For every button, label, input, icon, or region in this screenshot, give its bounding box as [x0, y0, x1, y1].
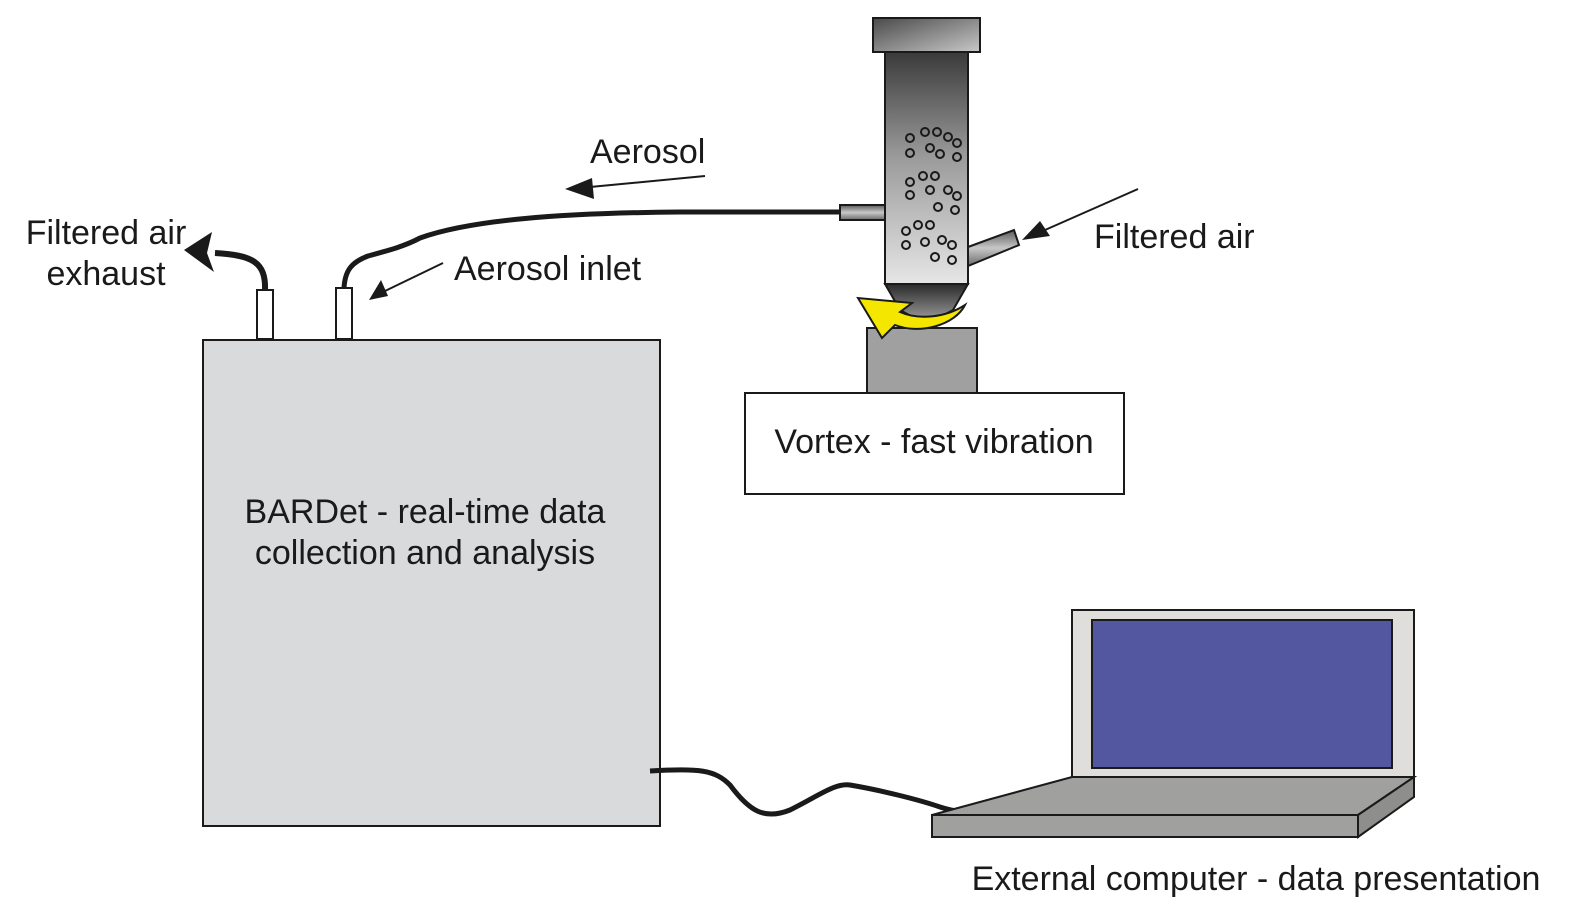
exhaust-port [184, 232, 274, 340]
bardet-label-line1: BARDet - real-time data [245, 493, 606, 531]
filtered-air-pointer-arrow [1022, 188, 1139, 240]
external-computer-label: External computer - data presentation [972, 860, 1541, 898]
vortex-body [744, 392, 1125, 495]
laptop-screen [1091, 619, 1393, 769]
aerosol-inlet-label: Aerosol inlet [454, 250, 642, 288]
laptop [931, 609, 1418, 839]
vortex-label: Vortex - fast vibration [774, 423, 1093, 461]
exhaust-arrow-head [184, 232, 214, 272]
filtered-air-exhaust-label-line1: Filtered air [26, 214, 187, 252]
aerosol-column [839, 17, 1021, 340]
aerosol-flow-arrow [565, 175, 706, 199]
bardet-box [202, 339, 661, 827]
aerosol-inlet-port [335, 209, 842, 340]
bardet-unit: BARDet - real-time data collection and a… [202, 339, 661, 827]
aerosol-label: Aerosol [590, 133, 705, 171]
filtered-air-exhaust-label-line2: exhaust [46, 255, 166, 293]
data-cable [649, 767, 979, 817]
vortex-head [866, 327, 978, 395]
filtered-air-inlet-tube [967, 228, 1021, 268]
column-cap [872, 17, 981, 53]
vortex-rotation-arrow [856, 296, 968, 340]
bardet-label-line2: collection and analysis [255, 534, 595, 572]
column-body [884, 51, 969, 285]
particles [901, 127, 962, 265]
laptop-base-front [931, 814, 1359, 838]
laptop-keyboard-deck [931, 776, 1418, 816]
filtered-air-label: Filtered air [1094, 218, 1255, 256]
aerosol-outlet-tube [839, 204, 886, 221]
vortex-mixer: Vortex - fast vibration [744, 327, 1125, 495]
aerosol-inlet-pointer-arrow [369, 262, 444, 300]
